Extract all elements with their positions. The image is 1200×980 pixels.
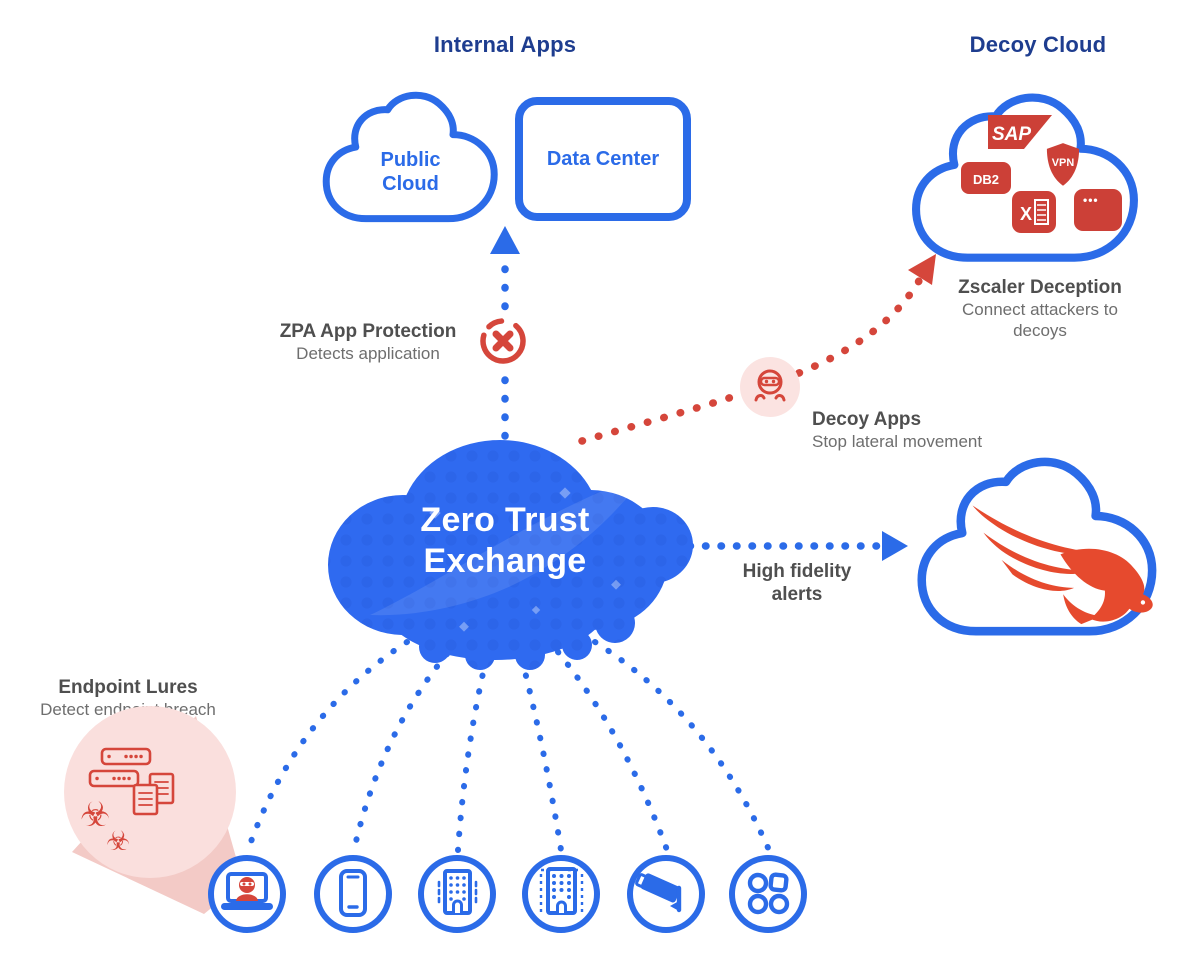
connector-endpoint-6 [592,639,772,853]
security-camera-icon [627,855,705,933]
vpn-label: VPN [1052,157,1075,169]
public-cloud-shape [322,91,498,223]
arrow-right-icon [882,531,908,561]
attacker-path-right [795,268,928,377]
vpn-app-icon: VPN [1046,143,1080,186]
attacker-path-left [578,390,745,445]
biohazard-icon-small: ☣ [106,826,130,856]
db2-label: DB2 [973,172,999,187]
excel-x-glyph: X [1020,204,1032,224]
zpa-title: ZPA App Protection [279,321,457,342]
connector-endpoint-2 [351,651,450,853]
deception-subtitle: Connect attackers to decoys [962,300,1118,341]
connector-endpoint-4 [519,657,564,853]
sap-label: SAP [992,124,1031,145]
zpa-subtitle: Detects application [296,344,440,364]
deception-title: Zscaler Deception [958,277,1122,298]
arrow-up-icon [490,226,520,254]
blocked-icon [476,314,530,368]
attacker-icon [740,357,800,417]
db2-app-icon: DB2 [961,162,1011,194]
arrow-red-icon [908,254,936,285]
endpoint-lures-title: Endpoint Lures [58,677,198,698]
connector-endpoint-5 [555,649,670,853]
decoy-cloud-title: Decoy Cloud [969,32,1107,57]
biohazard-icon: ☣ [80,796,110,834]
data-center-shape [515,97,691,221]
more-apps-icon: ••• [1074,189,1122,231]
endpoint-lures-bubble: ☣ ☣ [64,706,236,878]
decoy-apps-title: Decoy Apps [812,409,922,430]
connector-endpoint-1 [245,639,410,853]
internal-apps-title: Internal Apps [433,32,577,57]
decoy-apps-subtitle: Stop lateral movement [812,432,983,452]
zero-trust-exchange-label: Zero Trust Exchange [420,501,590,581]
app-grid-icon [729,855,807,933]
zscaler-swoosh [370,475,645,616]
crowdstrike-falcon-icon [972,505,1153,625]
public-cloud-label: Public Cloud [380,149,441,195]
deception-annotation: Zscaler Deception Connect attackers to d… [922,276,1158,342]
connector-endpoint-3 [455,657,489,853]
branch-building-icon [522,855,600,933]
excel-app-icon: X [1012,191,1056,233]
office-building-icon [418,855,496,933]
zpa-annotation: ZPA App Protection Detects application [268,320,468,364]
alerts-annotation: High fidelity alerts [742,561,852,606]
alerts-cloud-shape [917,457,1157,636]
sap-app-icon: SAP [988,115,1052,149]
compromised-laptop-icon [208,855,286,933]
more-apps-dots: ••• [1083,193,1099,207]
decoy-cloud-shape [912,93,1138,262]
mobile-phone-icon [314,855,392,933]
data-center-label: Data Center [546,148,660,170]
decoy-apps-annotation: Decoy Apps Stop lateral movement [812,408,1042,452]
zero-trust-exchange-cloud [328,440,693,670]
